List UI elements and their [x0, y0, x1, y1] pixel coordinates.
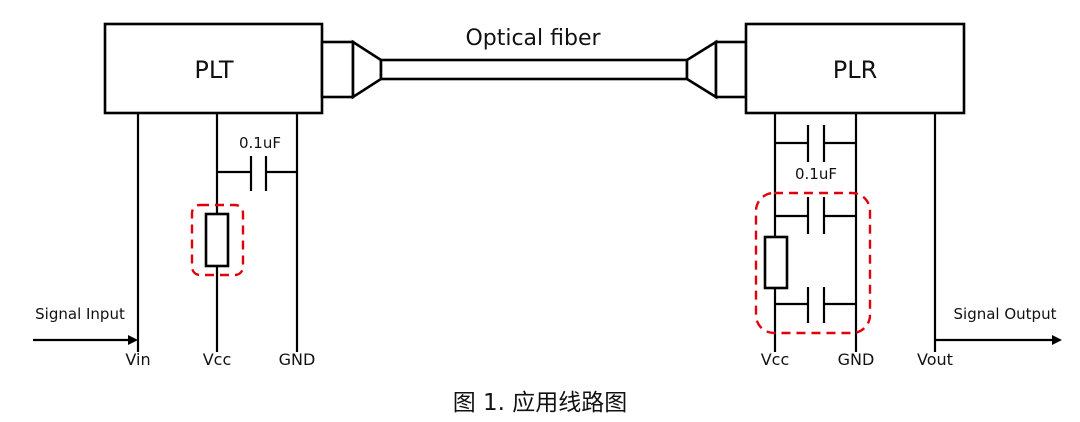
- capacitor: [217, 156, 297, 191]
- pin-label-vcc: Vcc: [203, 350, 232, 369]
- plt-fiber-taper: [351, 39, 383, 100]
- pin-label-vin: Vin: [125, 350, 150, 369]
- plr-label: PLR: [833, 56, 878, 84]
- capacitor-label: 0.1uF: [795, 165, 837, 183]
- capacitor-1: [775, 125, 856, 162]
- resistor: [204, 212, 230, 268]
- capacitor-label: 0.1uF: [239, 134, 281, 152]
- plt-box: [103, 22, 324, 115]
- highlight-box: [190, 203, 245, 277]
- plt-circuit: 0.1uF Signal Input Vin Vcc GND: [33, 113, 315, 369]
- arrow-head-icon: [1052, 335, 1062, 345]
- plt-connector: [320, 40, 355, 99]
- resistor: [763, 235, 789, 290]
- optical-fiber-label: Optical fiber: [465, 26, 601, 51]
- optical-fiber: [379, 58, 689, 81]
- capacitor-2: [775, 197, 856, 234]
- plr-fiber-taper: [685, 39, 718, 100]
- plt-label: PLT: [194, 56, 234, 84]
- pin-label-gnd: GND: [279, 350, 316, 369]
- pin-label-vout: Vout: [917, 350, 953, 369]
- arrow-head-icon: [128, 335, 138, 345]
- plr-connector: [714, 40, 748, 99]
- pin-label-vcc: Vcc: [761, 350, 790, 369]
- pin-label-gnd: GND: [838, 350, 875, 369]
- figure-caption: 图 1. 应用线路图: [453, 390, 628, 416]
- signal-output-label: Signal Output: [954, 305, 1057, 323]
- capacitor-3: [775, 287, 856, 323]
- highlight-box: [754, 191, 872, 335]
- signal-input-label: Signal Input: [35, 305, 125, 323]
- plr-circuit: 0.1uF Signal Output Vcc GND Vout: [754, 113, 1062, 369]
- plr-box: [744, 22, 966, 115]
